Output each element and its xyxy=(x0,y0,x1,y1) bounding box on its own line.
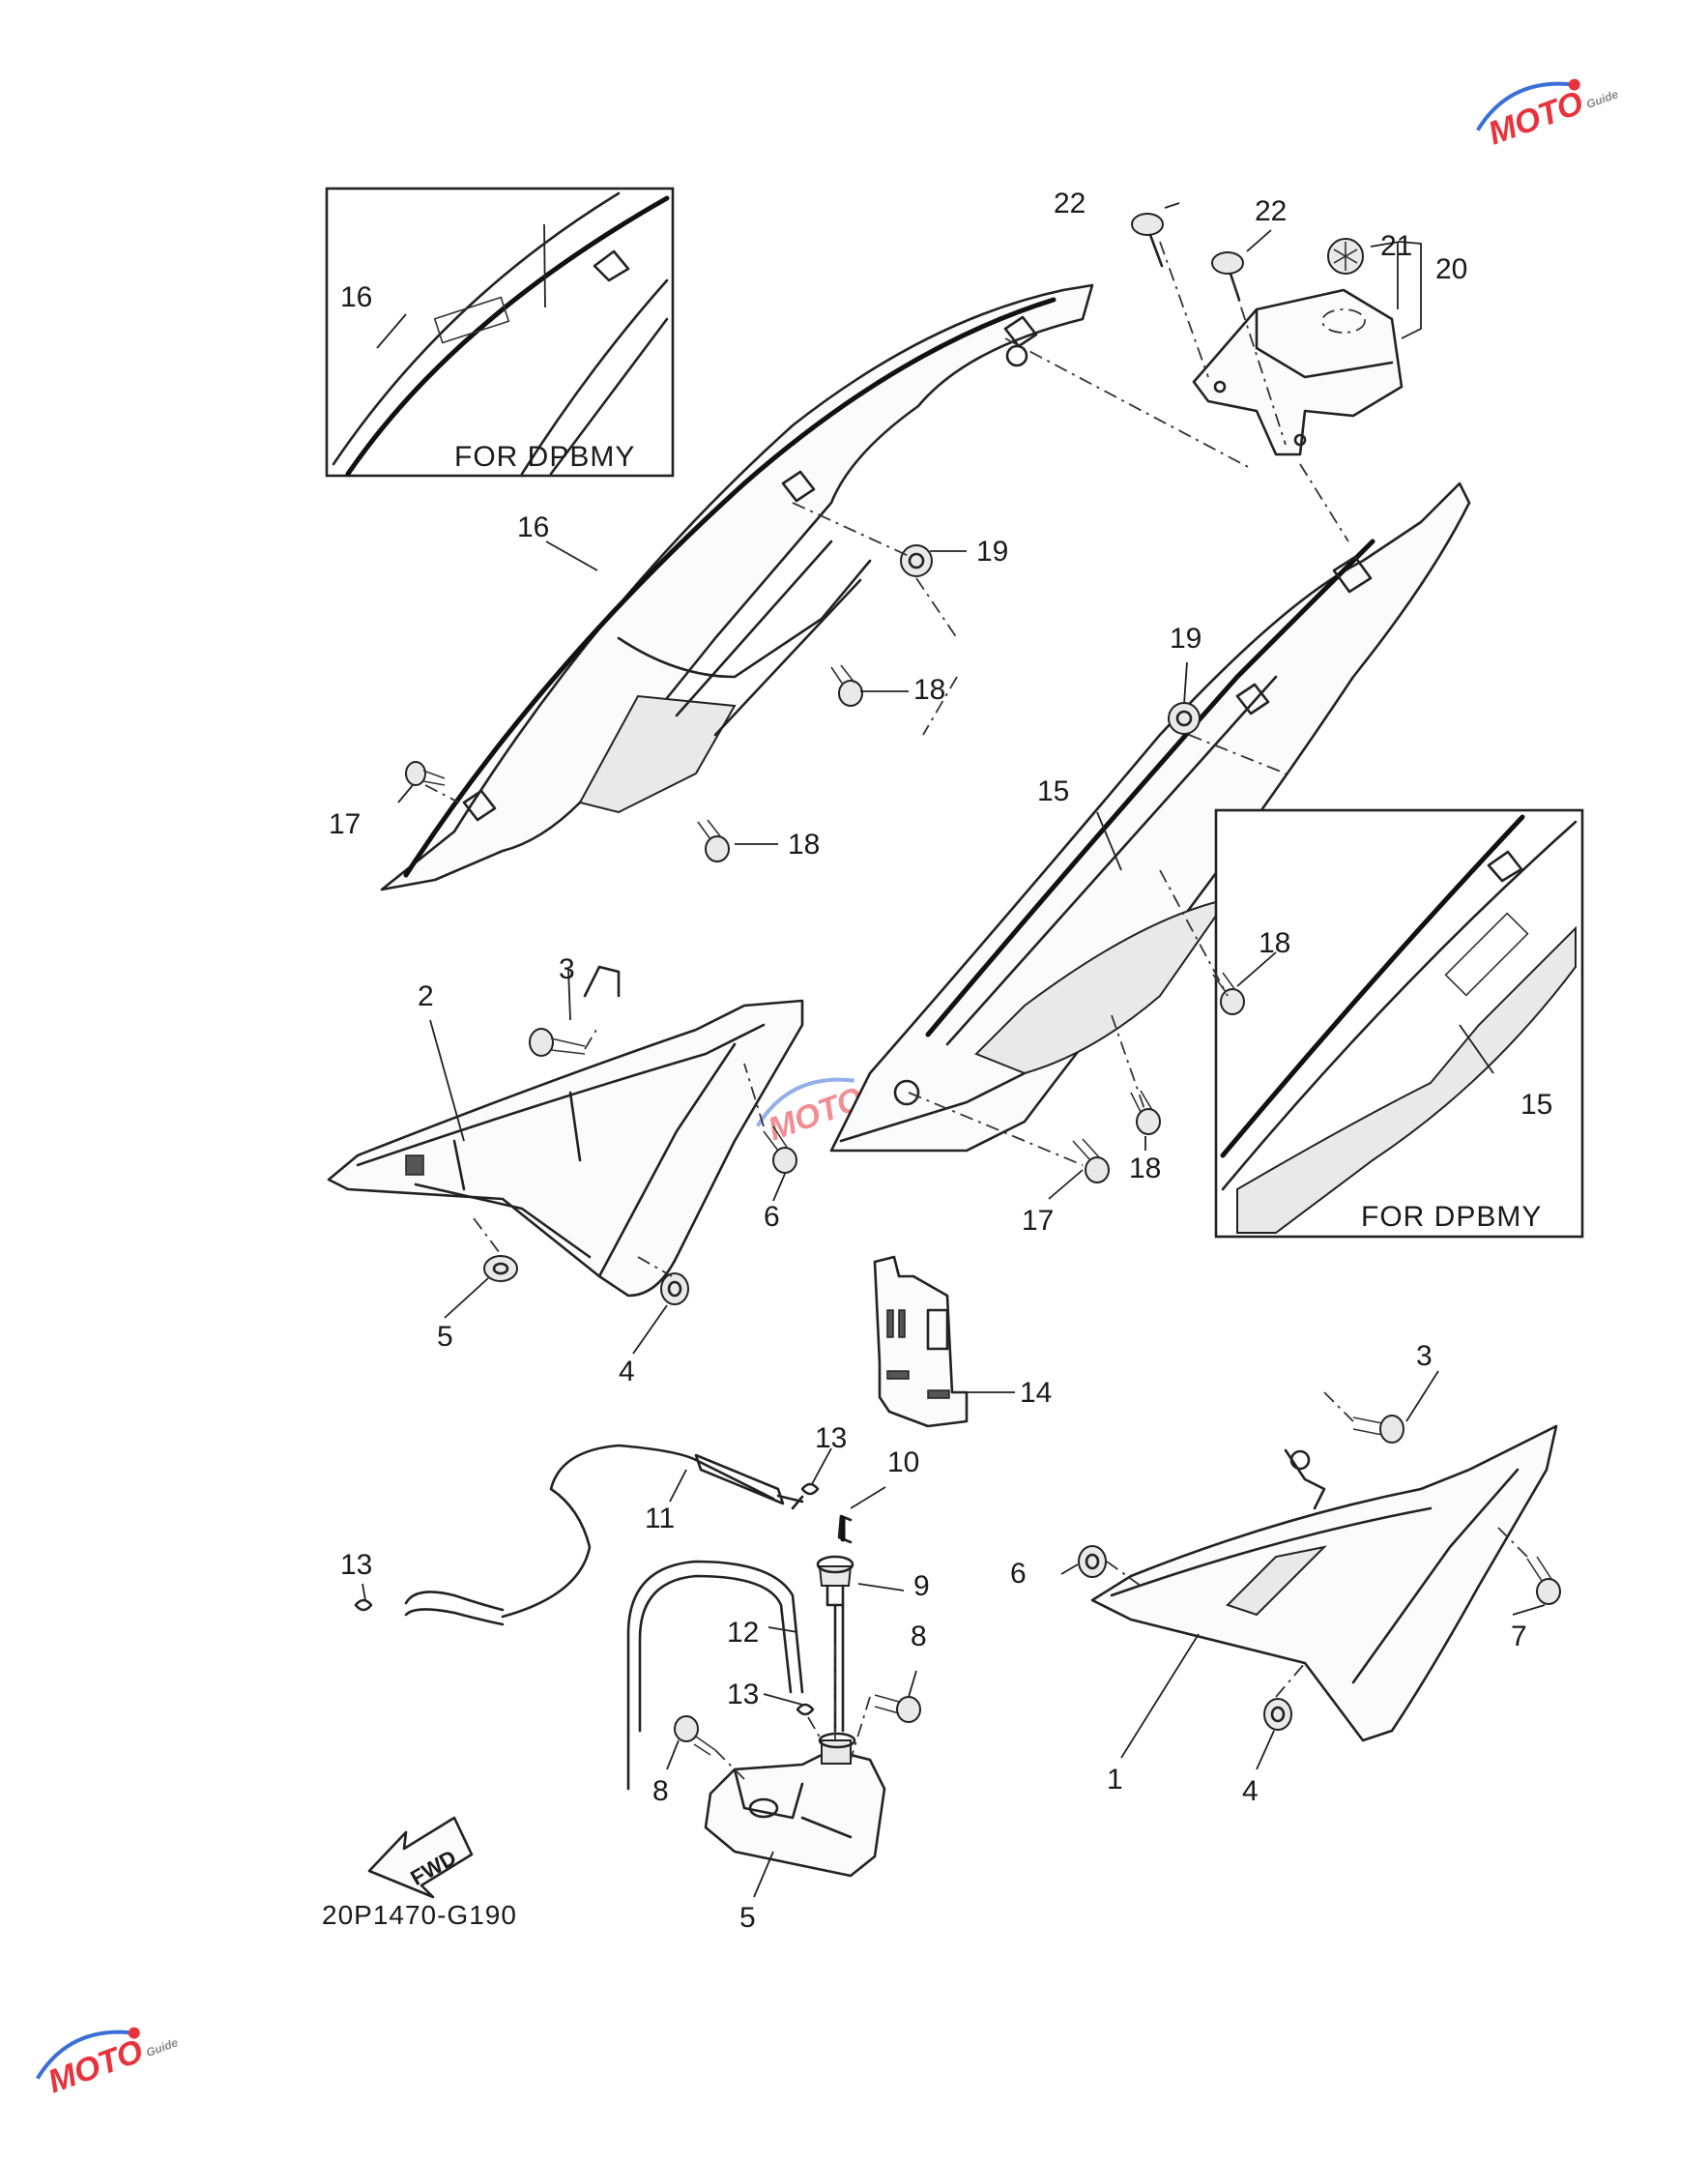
watermark-text: MOTO xyxy=(1484,84,1588,152)
inset-box-right: FOR DPBMY xyxy=(1214,808,1584,1239)
fwd-arrow-icon: FWD xyxy=(367,1816,474,1899)
part-7-tank xyxy=(704,1732,886,1878)
watermark-sub-text: Guide xyxy=(1584,87,1620,111)
callout-18-c: 18 xyxy=(1259,927,1290,959)
callout-15: 15 xyxy=(1037,775,1069,807)
diagram-code: 20P1470-G190 xyxy=(322,1900,517,1930)
part-16-side-cover xyxy=(380,283,1094,891)
callout-16: 16 xyxy=(517,511,549,543)
part-8-screw-a xyxy=(874,1694,921,1723)
callout-12: 12 xyxy=(727,1617,759,1649)
leader-lines xyxy=(362,202,1546,1898)
callout-2: 2 xyxy=(418,980,434,1012)
part-1-panel xyxy=(1090,1424,1558,1742)
part-8-screw-b xyxy=(674,1715,716,1756)
callouts: 22 22 21 20 16 16 19 19 18 18 17 15 18 1… xyxy=(329,188,1552,1934)
part-13-clip-b xyxy=(354,1598,373,1612)
callout-10: 10 xyxy=(887,1446,919,1478)
watermark-logo-top: MOTO Guide xyxy=(1476,78,1620,153)
callout-5-a: 5 xyxy=(437,1321,453,1353)
callout-19-a: 19 xyxy=(976,536,1008,568)
callout-7: 5 xyxy=(739,1902,756,1934)
callout-18-b: 18 xyxy=(788,829,820,861)
callout-16-inset: 16 xyxy=(340,281,372,313)
callout-18-a: 18 xyxy=(913,674,945,706)
callout-1: 1 xyxy=(1107,1764,1123,1796)
inset-label-right: FOR DPBMY xyxy=(1361,1201,1542,1233)
inset-box-top-left: FOR DPBMY xyxy=(325,187,675,478)
callout-18-d: 18 xyxy=(1129,1153,1161,1184)
callout-4-a: 4 xyxy=(619,1356,635,1387)
callout-13-c: 13 xyxy=(727,1679,759,1710)
part-4-grommet-b xyxy=(1263,1698,1292,1731)
callout-15-inset: 15 xyxy=(1520,1089,1552,1121)
part-2-panel xyxy=(327,965,804,1298)
part-19-grommet-b xyxy=(1168,702,1201,735)
callout-14: 14 xyxy=(1020,1377,1052,1409)
part-10-fitting xyxy=(837,1514,853,1544)
part-18-screw-d xyxy=(1130,1090,1161,1135)
part-9-cap xyxy=(816,1555,854,1733)
watermark-sub-text: Guide xyxy=(144,2035,180,2059)
part-3-screw-b xyxy=(1352,1415,1404,1444)
callout-6-a: 6 xyxy=(764,1201,780,1233)
part-13-clip-a xyxy=(800,1482,820,1496)
callout-3-a: 3 xyxy=(559,953,575,985)
callout-8-b: 8 xyxy=(652,1775,669,1807)
callout-6-b: 7 xyxy=(1511,1621,1527,1652)
callout-19-b: 19 xyxy=(1170,623,1201,655)
callout-5-b: 6 xyxy=(1010,1558,1027,1590)
part-18-screw-a xyxy=(830,664,863,707)
callout-21: 21 xyxy=(1380,230,1412,262)
callout-4-b: 4 xyxy=(1242,1775,1259,1807)
callout-17-b: 17 xyxy=(1022,1205,1054,1237)
part-17-screw-a xyxy=(405,761,446,786)
callout-22-b: 22 xyxy=(1255,195,1287,227)
callout-8-a: 8 xyxy=(911,1621,927,1652)
part-4-grommet-a xyxy=(660,1272,689,1305)
callout-11: 11 xyxy=(645,1503,675,1534)
part-12-hose xyxy=(626,1560,804,1791)
part-13-clip-c xyxy=(796,1703,815,1716)
callout-13-b: 13 xyxy=(340,1549,372,1581)
assembly-lines xyxy=(424,241,1528,1780)
part-17-screw-b xyxy=(1072,1138,1110,1183)
part-19-grommet-a xyxy=(900,544,933,577)
watermark-text: MOTO xyxy=(43,2032,148,2100)
callout-22-a: 22 xyxy=(1054,188,1086,219)
part-3-screw-a xyxy=(529,1028,586,1057)
part-22-bolt-b xyxy=(1211,251,1244,302)
callout-17-a: 17 xyxy=(329,808,361,840)
part-18-screw-b xyxy=(697,819,730,862)
part-14-plate xyxy=(873,1255,969,1428)
part-6-screw-a xyxy=(763,1125,797,1174)
watermark-logo-bottom: MOTO Guide xyxy=(36,2027,180,2101)
part-21-emblem xyxy=(1327,238,1364,275)
part-6-screw-b xyxy=(1526,1556,1561,1605)
inset-label-top: FOR DPBMY xyxy=(454,441,635,473)
part-5-grommet-b xyxy=(1078,1545,1107,1578)
callout-9: 9 xyxy=(913,1570,930,1602)
callout-20: 20 xyxy=(1435,253,1467,285)
callout-3-b: 3 xyxy=(1416,1340,1433,1372)
part-22-bolt-a xyxy=(1131,213,1164,268)
part-5-grommet-a xyxy=(483,1255,518,1282)
part-11-hose xyxy=(404,1444,804,1626)
part-20-tail-cover xyxy=(1192,288,1404,456)
callout-13-a: 13 xyxy=(815,1422,847,1454)
